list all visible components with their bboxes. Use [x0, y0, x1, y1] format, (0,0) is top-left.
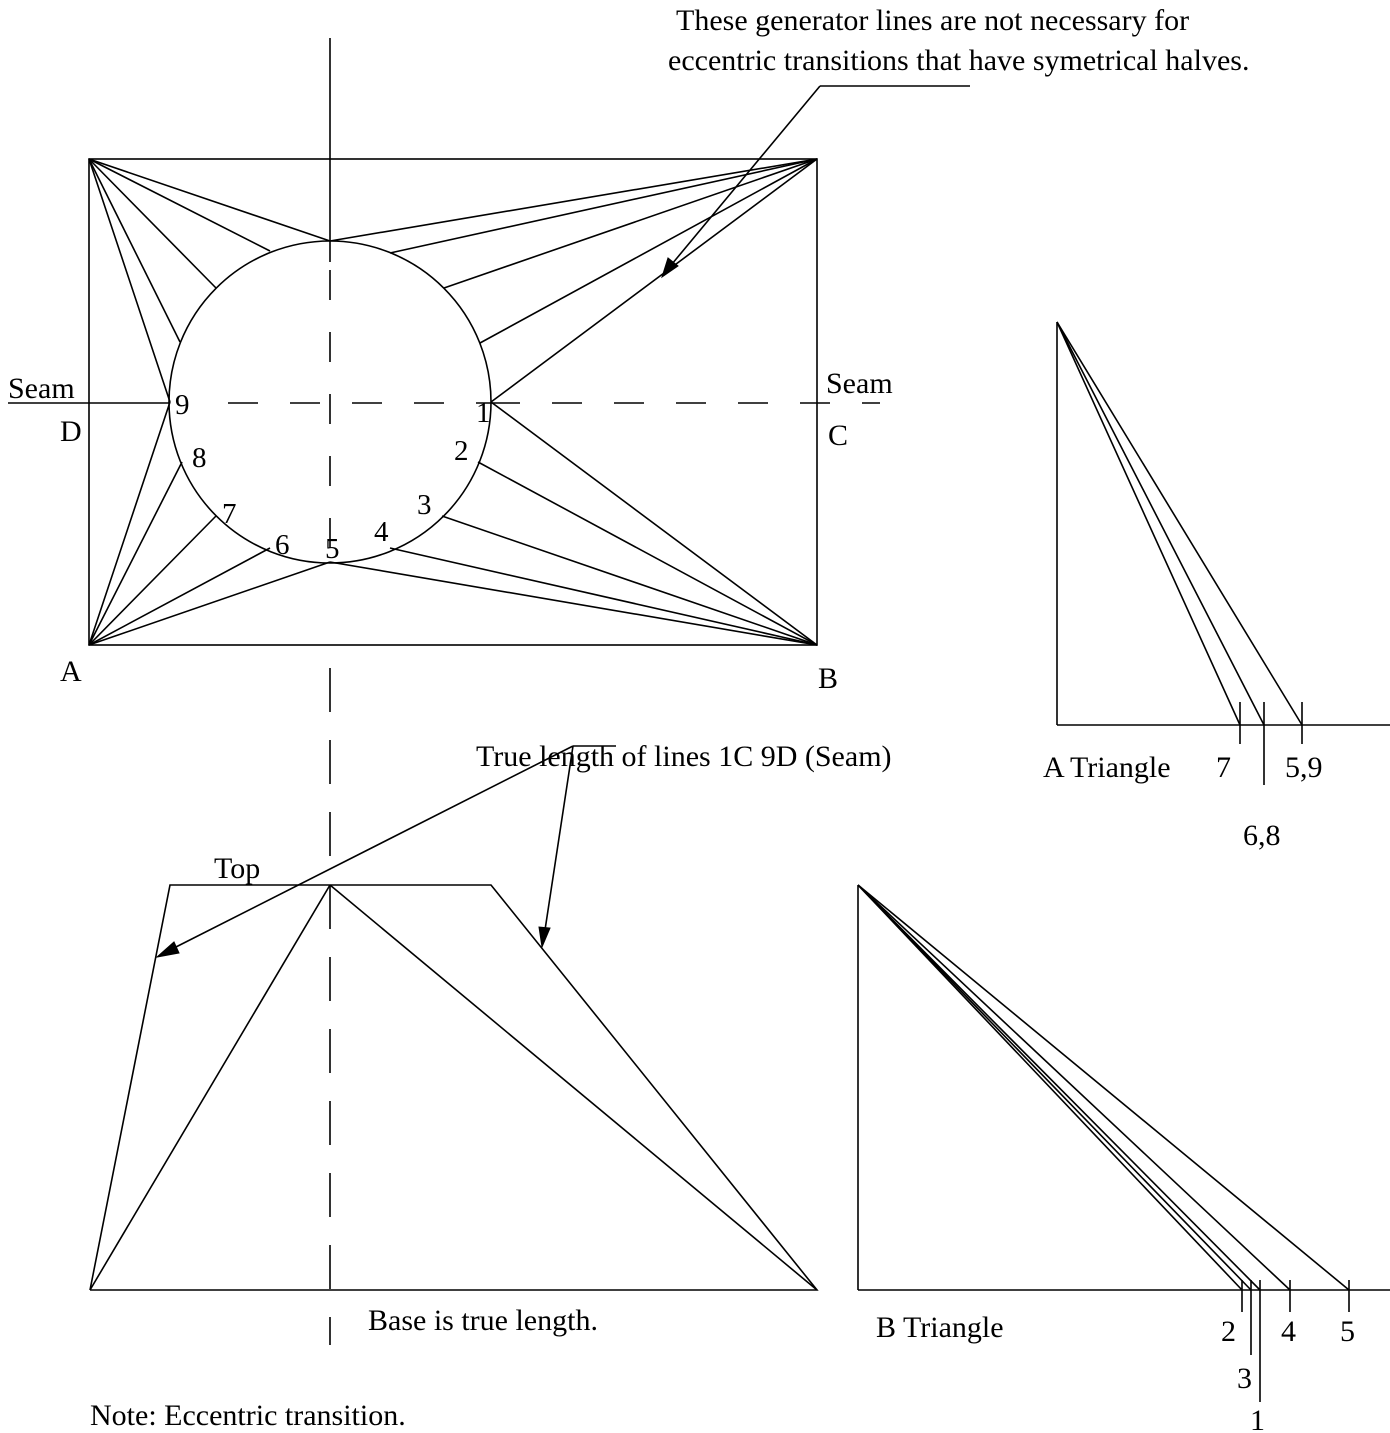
base-note: Base is true length. [368, 1304, 598, 1337]
true-length-leader-right [544, 745, 574, 931]
b-triangle-hyp-1 [857, 884, 1261, 1291]
b-triangle-hyp-5 [857, 884, 1350, 1291]
a-triangle-tick-label-7: 7 [1216, 751, 1231, 784]
true-length-note: True length of lines 1C 9D (Seam) [476, 740, 892, 773]
eccentric-note: Note: Eccentric transition. [90, 1399, 406, 1432]
b-triangle-tick-label-4: 4 [1281, 1315, 1296, 1348]
b-triangle-hyp-2 [857, 884, 1243, 1291]
seam-label-left: Seam [8, 372, 75, 405]
point-label-3: 3 [417, 489, 432, 521]
b-triangle-title: B Triangle [876, 1311, 1004, 1344]
plan-rectangle [88, 158, 818, 646]
a-triangle-tick-label-68: 6,8 [1243, 819, 1281, 852]
generator-note-leader [671, 85, 821, 265]
top-label: Top [214, 852, 260, 885]
corner-label-c: C [828, 419, 848, 452]
plan-view: Seam D Seam C A B 1 2 3 4 5 6 7 8 9 Thes… [8, 4, 1249, 695]
b-triangle-hyp-4 [857, 884, 1291, 1291]
b-triangle-tick-label-3: 3 [1237, 1362, 1252, 1395]
a-triangle-hyp-68 [1056, 321, 1265, 726]
point-label-9: 9 [175, 389, 190, 421]
point-label-1: 1 [476, 397, 491, 429]
elevation-generator-right [329, 884, 818, 1291]
a-triangle-title: A Triangle [1043, 751, 1171, 784]
elevation-generator-left [89, 884, 331, 1291]
generator-note-line-1: These generator lines are not necessary … [676, 4, 1189, 37]
b-triangle-hyp-3 [857, 884, 1252, 1291]
generator-note-line-2: eccentric transitions that have symetric… [668, 44, 1249, 77]
a-triangle-hyp-59 [1056, 321, 1303, 726]
b-triangle-tick-label-5: 5 [1340, 1315, 1355, 1348]
generator-note-arrowhead [661, 257, 679, 279]
true-length-arrowhead-right [538, 926, 551, 949]
a-triangle: A Triangle 7 6,8 5,9 [1043, 321, 1390, 852]
b-triangle-tick-label-1: 1 [1250, 1404, 1265, 1433]
corner-label-b: B [818, 662, 838, 695]
corner-label-a: A [60, 655, 82, 688]
seam-label-right: Seam [826, 367, 893, 400]
a-triangle-tick-label-59: 5,9 [1285, 751, 1323, 784]
point-label-6: 6 [275, 529, 290, 561]
point-label-7: 7 [222, 498, 237, 530]
point-label-2: 2 [454, 435, 469, 467]
generator-lines-bottom-left [88, 401, 331, 646]
corner-label-d: D [60, 415, 82, 448]
b-triangle-tick-label-2: 2 [1221, 1315, 1236, 1348]
b-triangle: B Triangle 2 3 1 4 5 [857, 884, 1390, 1433]
elevation-view: Top True length of lines 1C 9D (Seam) Ba… [89, 668, 892, 1432]
generator-lines-top-left [88, 158, 331, 403]
true-length-leader-left [169, 745, 574, 951]
generator-lines-bottom-right [329, 401, 818, 646]
true-length-arrowhead-left [155, 941, 180, 958]
elevation-outline [89, 884, 819, 1291]
point-label-8: 8 [192, 442, 207, 474]
generator-lines-top-right [329, 158, 818, 403]
point-label-5: 5 [325, 533, 340, 565]
point-label-4: 4 [374, 516, 389, 548]
a-triangle-hyp-7 [1056, 321, 1241, 726]
